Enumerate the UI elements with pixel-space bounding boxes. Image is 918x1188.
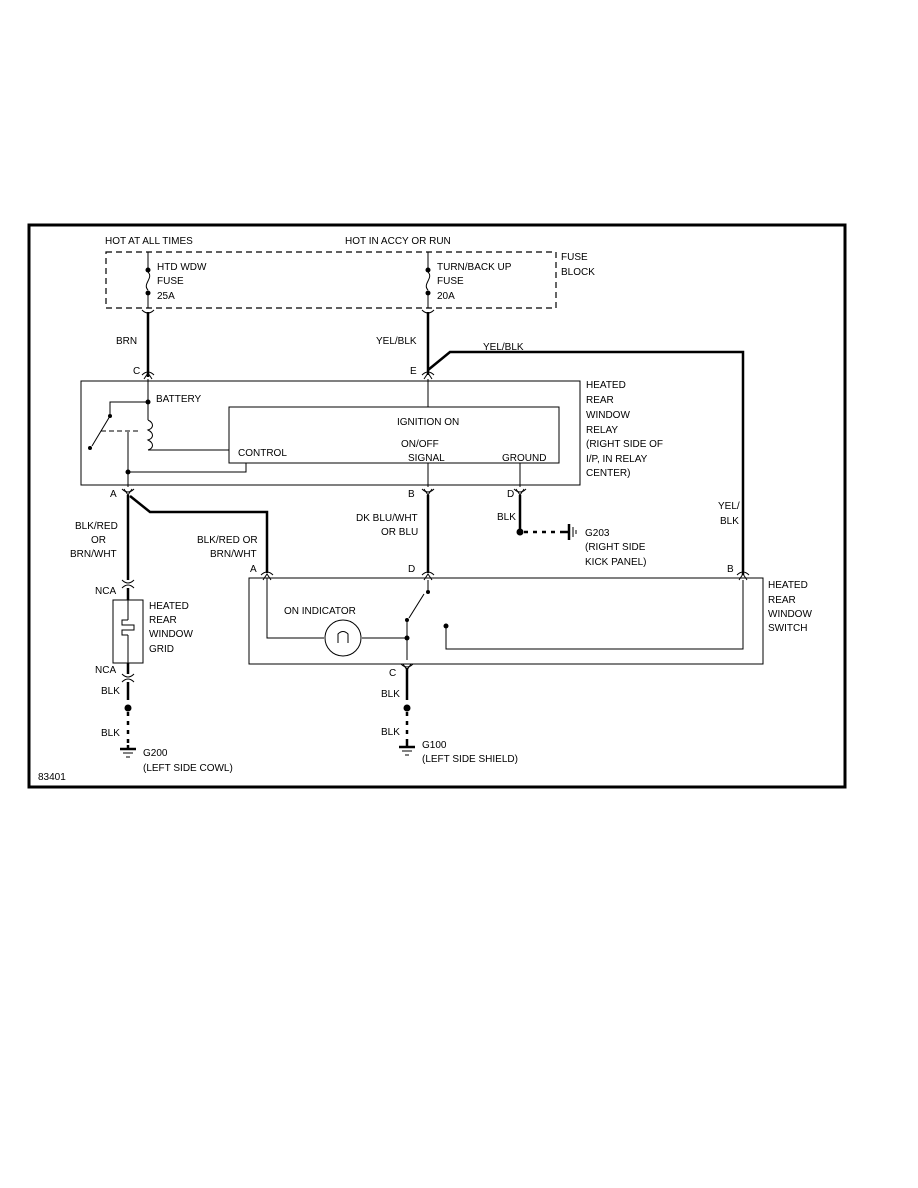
blk-mid-2-label: BLK [381, 727, 400, 738]
htd-wdw-fuse-label-2: FUSE [157, 276, 184, 287]
ground-g100-icon [399, 743, 415, 756]
ground-g203-icon [562, 524, 577, 540]
htd-wdw-fuse-label-3: 25A [157, 291, 175, 302]
blk-left-2-label: BLK [101, 728, 120, 739]
g200-label-2: (LEFT SIDE COWL) [143, 763, 233, 774]
relay-pin-e-label: E [410, 366, 417, 377]
g203-label-1: G203 [585, 528, 610, 539]
on-indicator-lamp-icon [324, 619, 362, 657]
htd-wdw-fuse [145, 252, 151, 308]
switch-internal-circuit [266, 578, 744, 660]
blk-left-1-label: BLK [101, 686, 120, 697]
grid-name-3: WINDOW [149, 629, 193, 640]
wire-yel-blk-branch [427, 350, 745, 575]
relay-name-5: (RIGHT SIDE OF [586, 439, 663, 450]
figure-id-label: 83401 [38, 772, 66, 783]
on-off-signal-label-2: SIGNAL [408, 453, 445, 464]
wire-yel-blk-right-label-2: BLK [720, 516, 739, 527]
switch-name-3: WINDOW [768, 609, 812, 620]
g100-label-2: (LEFT SIDE SHIELD) [422, 754, 518, 765]
switch-name-4: SWITCH [768, 623, 807, 634]
switch-name-1: HEATED [768, 580, 808, 591]
on-off-signal-label-1: ON/OFF [401, 439, 439, 450]
wire-yel-blk-left-label: YEL/BLK [376, 336, 417, 347]
relay-pin-a-label: A [110, 489, 117, 500]
on-indicator-label: ON INDICATOR [284, 606, 356, 617]
turn-backup-fuse-label-2: FUSE [437, 276, 464, 287]
relay-name-4: RELAY [586, 425, 618, 436]
control-label: CONTROL [238, 448, 287, 459]
hot-at-all-times-label: HOT AT ALL TIMES [105, 236, 193, 247]
relay-pin-d-label: D [507, 489, 514, 500]
wire-blk-red-mid-label-1: BLK/RED OR [197, 535, 258, 546]
grid-name-2: REAR [149, 615, 177, 626]
switch-name-2: REAR [768, 595, 796, 606]
relay-name-7: CENTER) [586, 468, 630, 479]
wire-yel-blk-right-label-1: YEL/ [718, 501, 740, 512]
wire-dk-blu-label-1: DK BLU/WHT [356, 513, 418, 524]
fuse-block-label-1: FUSE [561, 252, 588, 263]
turn-backup-fuse [425, 252, 431, 308]
ground-g200-icon [120, 745, 136, 758]
wire-blk-red-left-label-1: BLK/RED [75, 521, 118, 532]
wire-dk-blu-label-2: OR BLU [381, 527, 418, 538]
fuse-block-label-2: BLOCK [561, 267, 595, 278]
turn-backup-fuse-label-1: TURN/BACK UP [437, 262, 512, 273]
g203-label-2: (RIGHT SIDE [585, 542, 646, 553]
wire-blk-red-mid-label-2: BRN/WHT [210, 549, 257, 560]
wire-blk-red-mid [129, 495, 269, 573]
fuse-block-box [105, 251, 557, 309]
nca-top-label: NCA [95, 586, 116, 597]
wire-blk-red-left-label-2: OR [91, 535, 106, 546]
switch-pin-c-label: C [389, 668, 396, 679]
wire-blk-red-left-label-3: BRN/WHT [70, 549, 117, 560]
battery-label: BATTERY [156, 394, 202, 405]
heated-rear-window-relay-box [80, 380, 581, 486]
blk-mid-1-label: BLK [381, 689, 400, 700]
relay-name-3: WINDOW [586, 410, 630, 421]
heating-element-icon [121, 600, 135, 663]
turn-backup-fuse-label-3: 20A [437, 291, 455, 302]
heated-rear-window-switch-box [248, 577, 764, 665]
ground-label: GROUND [502, 453, 546, 464]
grid-name-1: HEATED [149, 601, 189, 612]
switch-pin-b-label: B [727, 564, 734, 575]
relay-name-2: REAR [586, 395, 614, 406]
nca-bottom-label: NCA [95, 665, 116, 676]
relay-name-1: HEATED [586, 380, 626, 391]
wire-yel-blk-top-label: YEL/BLK [483, 342, 524, 353]
grid-name-4: GRID [149, 644, 174, 655]
hot-accy-run-label: HOT IN ACCY OR RUN [345, 236, 451, 247]
switch-pin-a-label: A [250, 564, 257, 575]
relay-name-6: I/P, IN RELAY [586, 454, 648, 465]
htd-wdw-fuse-label-1: HTD WDW [157, 262, 207, 273]
ignition-on-label: IGNITION ON [397, 417, 459, 428]
relay-pin-b-label: B [408, 489, 415, 500]
g203-label-3: KICK PANEL) [585, 557, 647, 568]
diagram-frame [27, 223, 847, 789]
wire-blk-g203-label: BLK [497, 512, 516, 523]
relay-internal-circuit [88, 379, 521, 487]
g100-label-1: G100 [422, 740, 447, 751]
relay-pin-c-label: C [133, 366, 140, 377]
switch-pin-d-label: D [408, 564, 415, 575]
g200-label-1: G200 [143, 748, 168, 759]
wire-brn-label: BRN [116, 336, 137, 347]
relay-module-box [228, 406, 560, 464]
